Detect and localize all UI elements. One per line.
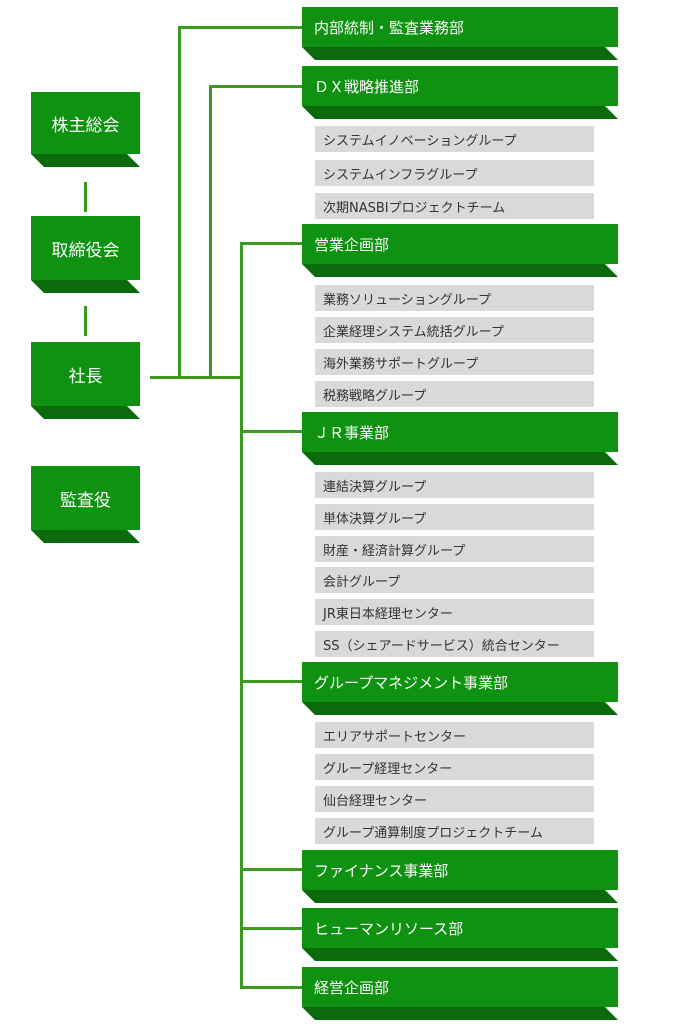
group-item: エリアサポートセンター xyxy=(315,722,594,748)
auditor-box: 監査役 xyxy=(31,466,140,530)
group-item: 企業経理システム統括グループ xyxy=(315,317,594,343)
department-label: 営業企画部 xyxy=(302,224,618,264)
department-box: ＪＲ事業部 xyxy=(302,412,618,452)
department-label: ファイナンス事業部 xyxy=(302,850,618,890)
board-of-directors-box: 取締役会 xyxy=(31,216,140,280)
connector-line xyxy=(209,85,302,88)
board-of-directors-label: 取締役会 xyxy=(31,216,140,280)
connector-line xyxy=(178,26,181,379)
shareholders-meeting-label: 株主総会 xyxy=(31,92,140,154)
connector-line xyxy=(84,306,87,336)
group-item: グループ経理センター xyxy=(315,754,594,780)
department-label: 内部統制・監査業務部 xyxy=(302,7,618,47)
department-box: ヒューマンリソース部 xyxy=(302,908,618,948)
group-item: グループ通算制度プロジェクトチーム xyxy=(315,818,594,844)
shareholders-meeting-box: 株主総会 xyxy=(31,92,140,154)
group-item: JR東日本経理センター xyxy=(315,599,594,625)
department-label: ＤＸ戦略推進部 xyxy=(302,66,618,106)
connector-line xyxy=(178,26,302,29)
connector-line xyxy=(240,242,243,989)
connector-line xyxy=(240,927,302,930)
group-item: 仙台経理センター xyxy=(315,786,594,812)
department-label: グループマネジメント事業部 xyxy=(302,662,618,702)
department-label: ＪＲ事業部 xyxy=(302,412,618,452)
department-box: 経営企画部 xyxy=(302,967,618,1007)
auditor-label: 監査役 xyxy=(31,466,140,530)
group-item: 連結決算グループ xyxy=(315,472,594,498)
group-item: SS（シェアードサービス）統合センター xyxy=(315,631,594,657)
department-box: 内部統制・監査業務部 xyxy=(302,7,618,47)
department-box: 営業企画部 xyxy=(302,224,618,264)
connector-line xyxy=(240,242,302,245)
department-box: ファイナンス事業部 xyxy=(302,850,618,890)
group-item: システムインフラグループ xyxy=(315,160,594,186)
president-label: 社長 xyxy=(31,342,140,406)
group-item: 単体決算グループ xyxy=(315,504,594,530)
connector-line xyxy=(240,868,302,871)
group-item: システムイノベーショングループ xyxy=(315,126,594,152)
president-box: 社長 xyxy=(31,342,140,406)
department-box: ＤＸ戦略推進部 xyxy=(302,66,618,106)
department-label: 経営企画部 xyxy=(302,967,618,1007)
group-item: 海外業務サポートグループ xyxy=(315,349,594,375)
connector-line xyxy=(150,376,242,379)
group-item: 会計グループ xyxy=(315,567,594,593)
connector-line xyxy=(209,85,212,379)
connector-line xyxy=(84,182,87,212)
department-box: グループマネジメント事業部 xyxy=(302,662,618,702)
connector-line xyxy=(240,430,302,433)
group-item: 財産・経済計算グループ xyxy=(315,536,594,562)
department-label: ヒューマンリソース部 xyxy=(302,908,618,948)
group-item: 次期NASBIプロジェクトチーム xyxy=(315,193,594,219)
connector-line xyxy=(240,680,302,683)
group-item: 税務戦略グループ xyxy=(315,381,594,407)
group-item: 業務ソリューショングループ xyxy=(315,285,594,311)
connector-line xyxy=(240,986,302,989)
